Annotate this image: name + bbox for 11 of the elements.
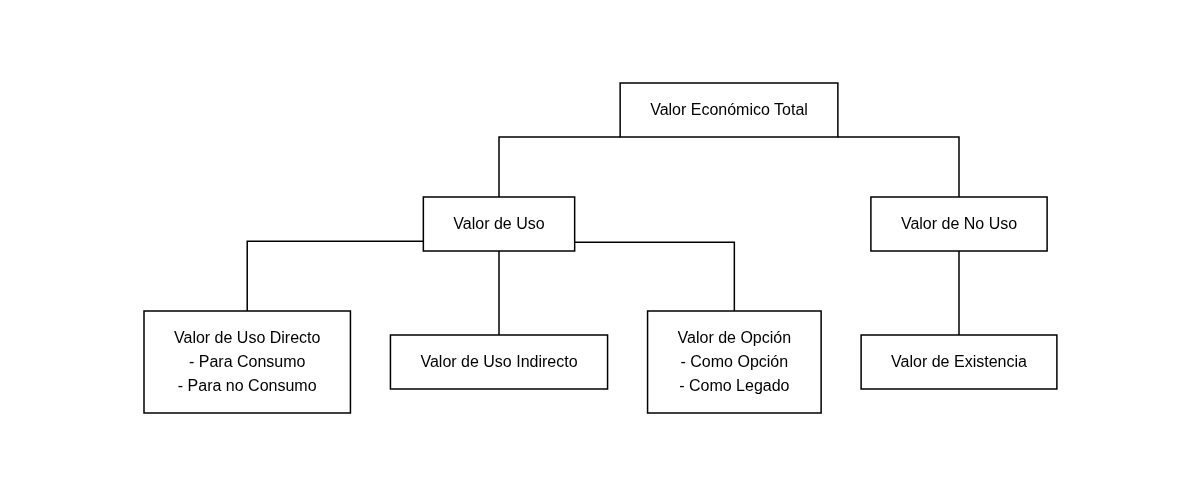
node-box: Valor de Uso Directo - Para Consumo - Para no Consumo — [142, 310, 351, 414]
node-box: Valor de Uso — [422, 196, 575, 252]
connector — [836, 136, 960, 198]
connector — [497, 250, 500, 336]
node-box: Valor de Opción - Como Opción - Como Legado — [646, 310, 822, 414]
node-box: Valor de No Uso — [869, 196, 1048, 252]
node-box: Valor de Uso Indirecto — [389, 334, 608, 390]
connector — [497, 136, 621, 198]
node-box: Valor Económico Total — [618, 82, 839, 138]
node-box: Valor de Existencia — [859, 334, 1058, 390]
connector — [957, 250, 960, 336]
